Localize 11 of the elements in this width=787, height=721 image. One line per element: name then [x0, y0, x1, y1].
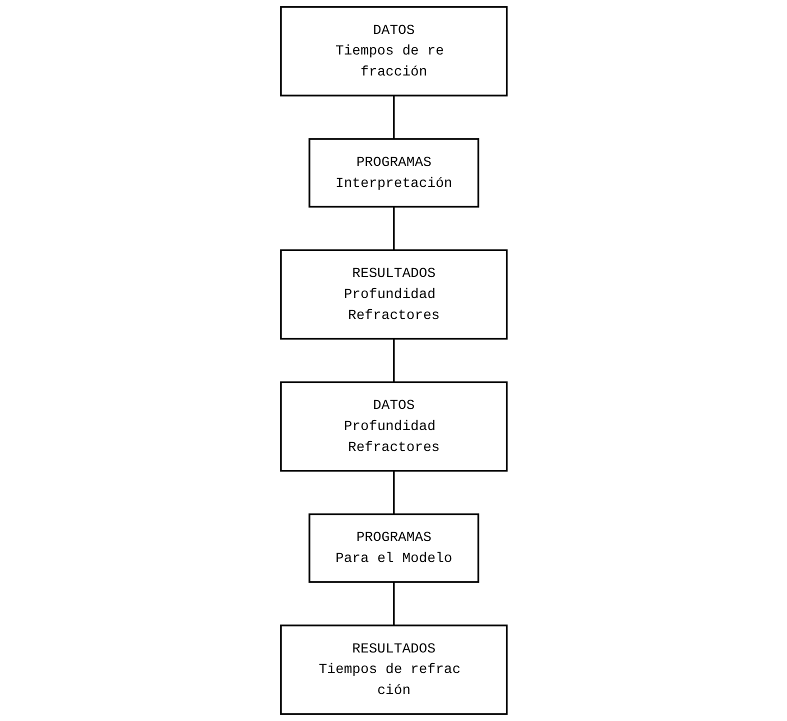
connector — [392, 338, 394, 382]
connector — [392, 470, 394, 514]
connector — [392, 582, 394, 626]
node-box: PROGRAMAS Interpretación — [308, 138, 479, 208]
node-box: DATOS Profundidad Refractores — [280, 381, 508, 472]
node-box: RESULTADOS Tiempos de refrac ción — [280, 624, 508, 715]
node-box: RESULTADOS Profundidad Refractores — [280, 249, 508, 340]
node-box: PROGRAMAS Para el Modelo — [308, 513, 479, 583]
connector — [392, 96, 394, 139]
connector — [392, 206, 394, 250]
node-box: DATOS Tiempos de re fracción — [280, 6, 508, 96]
